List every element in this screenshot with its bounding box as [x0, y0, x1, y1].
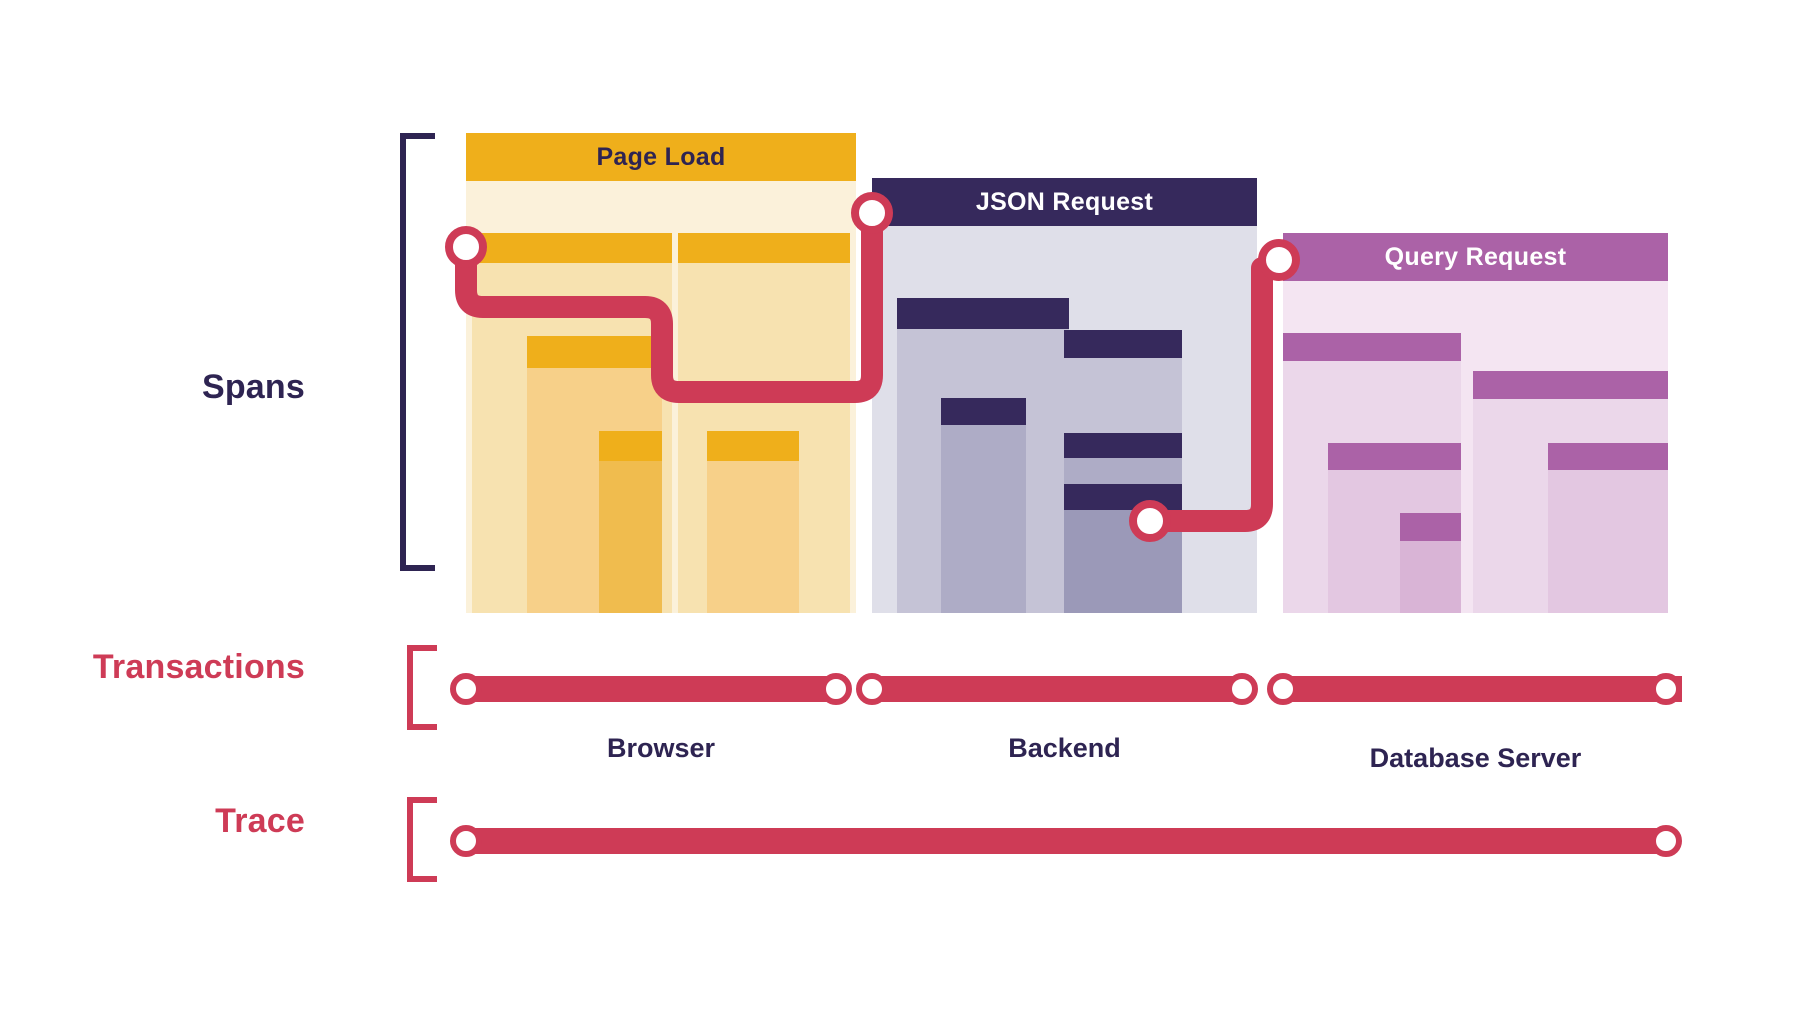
span-bar-cap — [1548, 443, 1668, 470]
bracket-transactions — [407, 645, 437, 730]
span-bar[interactable] — [941, 398, 1026, 613]
trace-node-start[interactable] — [450, 825, 482, 857]
transaction-segment-database[interactable] — [1283, 676, 1682, 702]
span-bar-cap — [1064, 433, 1182, 458]
span-bar[interactable] — [1400, 513, 1461, 613]
row-label-spans: Spans — [201, 368, 305, 406]
span-bar[interactable] — [1548, 443, 1668, 613]
service-caption-browser: Browser — [606, 733, 716, 763]
service-caption-backend: Backend — [1008, 733, 1121, 763]
span-bar-cap — [1328, 443, 1461, 470]
span-bar[interactable] — [1064, 484, 1182, 613]
row-label-transactions: Transactions — [92, 648, 305, 686]
service-body-database — [1283, 281, 1668, 613]
transaction-node-end[interactable] — [820, 673, 852, 705]
bracket-spans — [400, 133, 435, 571]
transaction-node-end[interactable] — [1226, 673, 1258, 705]
service-title-database: Query Request — [1283, 233, 1668, 281]
span-bar-cap — [678, 233, 850, 263]
transaction-segment-browser[interactable] — [466, 676, 846, 702]
span-bar-cap — [897, 298, 1069, 329]
service-body-backend — [872, 226, 1257, 613]
row-label-trace: Trace — [215, 802, 305, 840]
transaction-node-start[interactable] — [856, 673, 888, 705]
span-bar-cap — [527, 336, 662, 368]
span-bar-cap — [1283, 333, 1461, 361]
bracket-trace — [407, 797, 437, 882]
service-title-browser: Page Load — [466, 133, 856, 181]
span-bar-cap — [707, 431, 799, 461]
transaction-node-start[interactable] — [450, 673, 482, 705]
span-bar-cap — [472, 233, 672, 263]
service-title-backend: JSON Request — [872, 178, 1257, 226]
span-bar-cap — [1064, 484, 1182, 510]
span-bar[interactable] — [707, 431, 799, 613]
span-bar-cap — [599, 431, 662, 461]
span-bar-cap — [941, 398, 1026, 425]
service-caption-database: Database Server — [1369, 743, 1582, 773]
transaction-node-end[interactable] — [1650, 673, 1682, 705]
trace-segment[interactable] — [466, 828, 1666, 854]
span-bar-cap — [1064, 330, 1182, 358]
span-bar-cap — [1473, 371, 1668, 399]
transaction-segment-backend[interactable] — [872, 676, 1252, 702]
service-body-browser — [466, 181, 856, 613]
span-bar-cap — [1400, 513, 1461, 541]
trace-node-end[interactable] — [1650, 825, 1682, 857]
transaction-node-start[interactable] — [1267, 673, 1299, 705]
span-bar[interactable] — [599, 431, 662, 613]
